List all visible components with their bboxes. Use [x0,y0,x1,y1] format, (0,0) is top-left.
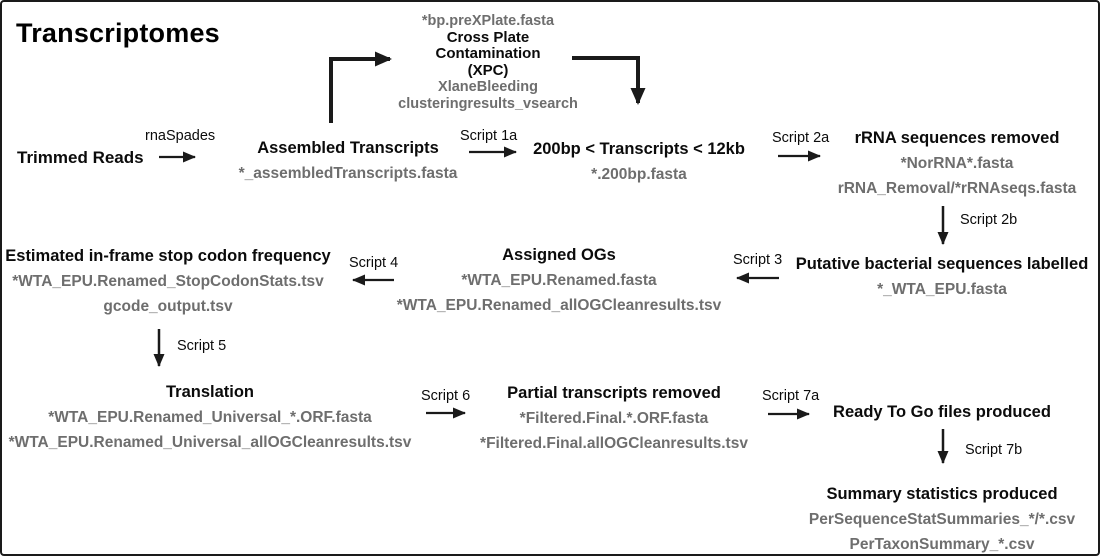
node-file: gcode_output.tsv [103,298,233,315]
node-file: PerSequenceStatSummaries_*/*.csv [808,511,1076,528]
node-file: *Filtered.Final.allOGCleanresults.tsv [480,435,748,452]
node-title: Trimmed Reads [17,148,144,167]
node-file: *WTA_EPU.Renamed_Universal_*.ORF.fasta [48,409,372,426]
edge-label-script-7a: Script 7a [762,388,820,404]
arrow-assembled-to-xpc [329,51,392,123]
node-stop-codon-frequency: Estimated in-frame stop codon frequency … [5,244,330,319]
node-title-line: Contamination [435,45,541,62]
node-file: *_WTA_EPU.fasta [877,281,1007,298]
node-summary-stats: Summary statistics produced PerSequenceS… [808,482,1076,554]
arrow-xpc-to-sizefilter [572,56,646,105]
node-assembled-transcripts: Assembled Transcripts *_assembledTranscr… [239,136,458,186]
page-title: Transcriptomes [16,18,220,48]
node-title-line: (XPC) [467,61,509,79]
node-file: *WTA_EPU.Renamed_Universal_allOGCleanres… [8,434,412,451]
node-ready-to-go: Ready To Go files produced [833,400,1051,425]
edge-label-script-2b: Script 2b [960,212,1018,228]
node-trimmed-reads: Trimmed Reads [17,145,144,170]
node-cross-plate-contamination: *bp.preXPlate.fasta Cross Plate Contamin… [398,13,578,112]
node-title: Translation [165,383,255,401]
edge-label-script-5: Script 5 [177,338,227,354]
node-file: *.200bp.fasta [591,166,687,183]
node-size-filter: 200bp < Transcripts < 12kb *.200bp.fasta [533,137,745,187]
node-file: *Filtered.Final.*.ORF.fasta [519,410,709,427]
node-rrna-removed: rRNA sequences removed *NorRNA*.fasta rR… [838,126,1077,201]
edge-label-script-4: Script 4 [349,255,399,271]
node-putative-bacterial: Putative bacterial sequences labelled *_… [796,252,1089,302]
node-title: Partial transcripts removed [507,384,721,402]
node-file: *WTA_EPU.Renamed_allOGCleanresults.tsv [396,297,722,314]
node-file: clusteringresults_vsearch [398,95,578,112]
node-file: rRNA_Removal/*rRNAseqs.fasta [837,180,1077,197]
node-title: Ready To Go files produced [833,403,1051,421]
node-title: Summary statistics produced [826,485,1058,503]
node-file: *_assembledTranscripts.fasta [238,165,458,182]
node-title: Putative bacterial sequences labelled [795,255,1089,273]
edge-label-script-6: Script 6 [421,388,471,404]
edge-label-script-3: Script 3 [733,252,783,268]
edge-label-script-1a: Script 1a [460,128,518,144]
node-translation: Translation *WTA_EPU.Renamed_Universal_*… [9,380,412,455]
node-assigned-ogs: Assigned OGs *WTA_EPU.Renamed.fasta *WTA… [397,243,721,318]
node-title: rRNA sequences removed [854,129,1060,147]
node-title: Assigned OGs [502,246,616,264]
node-title: Estimated in-frame stop codon frequency [5,247,331,265]
node-file: *NorRNA*.fasta [900,155,1014,172]
node-input-file: *bp.preXPlate.fasta [421,13,555,29]
node-title: Assembled Transcripts [257,139,439,157]
node-partial-removed: Partial transcripts removed *Filtered.Fi… [480,381,748,456]
edge-label-script-7b: Script 7b [965,442,1023,458]
node-file: *WTA_EPU.Renamed_StopCodonStats.tsv [12,273,324,290]
node-file: XlaneBleeding [438,79,538,95]
edge-label-script-2a: Script 2a [772,130,830,146]
node-title-line: Cross Plate [446,28,530,46]
edge-label-rnaspades: rnaSpades [145,128,216,144]
node-file: PerTaxonSummary_*.csv [849,536,1035,553]
node-title: 200bp < Transcripts < 12kb [533,140,745,158]
node-file: *WTA_EPU.Renamed.fasta [461,272,657,289]
